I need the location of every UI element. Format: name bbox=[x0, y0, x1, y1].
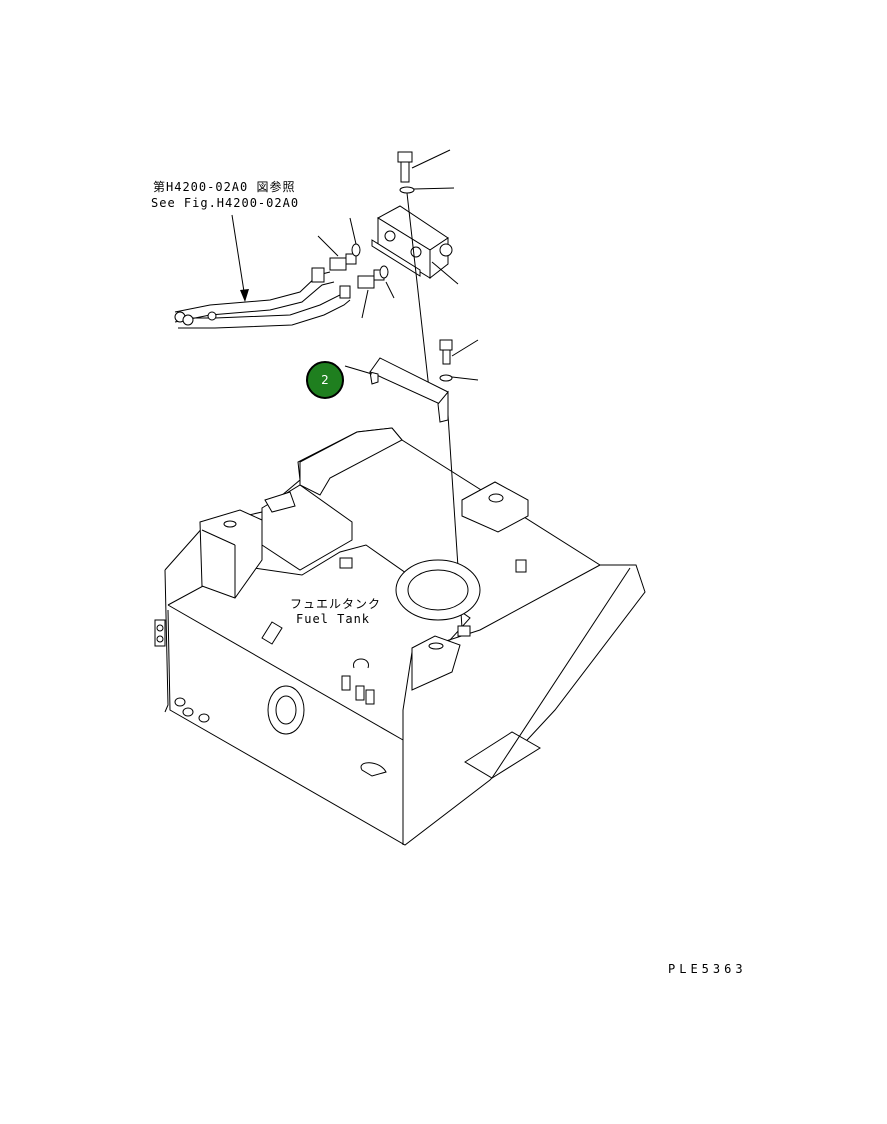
valve-block bbox=[371, 205, 459, 285]
lower-bolt bbox=[439, 339, 479, 382]
fuel-tank-label-english: Fuel Tank bbox=[296, 612, 371, 626]
drawing-code: PLE5363 bbox=[668, 962, 747, 976]
part-callout-2[interactable]: 2 bbox=[306, 361, 344, 399]
fuel-tank bbox=[154, 427, 646, 846]
top-bolt bbox=[397, 149, 455, 399]
reference-label-japanese: 第H4200-02A0 図参照 bbox=[153, 180, 296, 194]
fittings bbox=[317, 217, 395, 319]
reference-leader bbox=[231, 214, 249, 302]
reference-label-english: See Fig.H4200-02A0 bbox=[151, 196, 300, 210]
hose-assembly bbox=[174, 267, 351, 329]
fuel-tank-label-japanese: フュエルタンク bbox=[290, 597, 382, 611]
